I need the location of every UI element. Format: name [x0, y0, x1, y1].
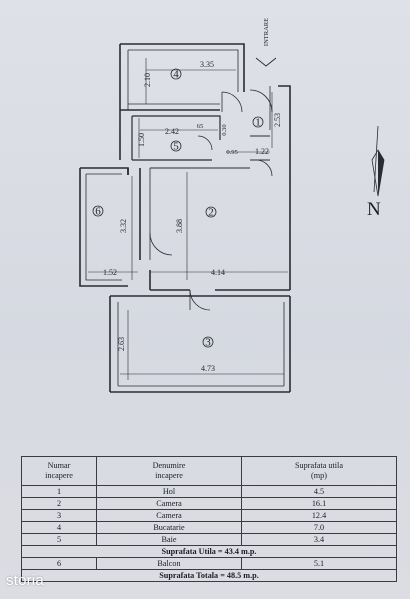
- dim-bath-small-a: 65: [197, 123, 204, 130]
- room2-door-arc: [149, 232, 173, 256]
- room-6-number: 6: [95, 206, 101, 218]
- area-table: Numar incapere Denumire incapere Suprafa…: [21, 456, 397, 582]
- entrance-label: INTRARE: [263, 18, 270, 46]
- room-2-number: 2: [208, 207, 214, 219]
- summary-useful-area: Suprafata Utila = 43.4 m.p.: [21, 545, 397, 558]
- dim-room3-height: 2.63: [117, 337, 126, 351]
- floor-plan-drawing: 4 1 5 2 6 3 3.35 2.10 2.42 65 1.50 0.30 …: [79, 18, 385, 393]
- room-5-number: 5: [173, 141, 179, 153]
- dim-room2-width: 4.14: [211, 268, 225, 277]
- dim-kitchen-width: 3.35: [200, 60, 214, 69]
- north-label: N: [367, 199, 381, 220]
- balcony-outline: [79, 168, 128, 287]
- room3-door-arc: [189, 289, 211, 311]
- room-4-number: 4: [173, 69, 179, 81]
- header-useful-area: Suprafata utila (mp): [241, 456, 397, 486]
- table-row: 5 Baie 3.4: [21, 533, 397, 546]
- dim-bath-small-b: 0.30: [221, 124, 228, 135]
- summary-total-area: Suprafata Totala = 48.5 m.p.: [21, 569, 397, 582]
- dim-bath-width: 2.42: [165, 127, 179, 136]
- dim-hall-small: 0.95: [226, 149, 237, 156]
- dim-balcony-height: 3.32: [119, 219, 128, 233]
- table-header-row: Numar incapere Denumire incapere Suprafa…: [21, 456, 397, 486]
- storia-watermark: storia: [6, 572, 44, 589]
- kitchen-door-arc: [221, 91, 243, 113]
- room-1-number: 1: [255, 117, 261, 129]
- dim-hall-width: 2.53: [273, 113, 282, 127]
- table-row: 3 Camera 12.4: [21, 509, 397, 522]
- dim-bath-height: 1.50: [137, 133, 146, 147]
- dim-balcony-width: 1.52: [103, 268, 117, 277]
- bath-door-arc: [197, 135, 213, 151]
- entrance-arrow-icon: [255, 57, 277, 67]
- room-3-number: 3: [205, 337, 211, 349]
- hall-right-wall: [278, 85, 291, 290]
- kitchen-outer-wall: [120, 43, 245, 92]
- summary-useful-row: Suprafata Utila = 43.4 m.p.: [21, 545, 397, 558]
- summary-total-row: Suprafata Totala = 48.5 m.p.: [21, 569, 397, 582]
- header-room-number: Numar incapere: [21, 456, 97, 486]
- dim-room3-width: 4.73: [201, 364, 215, 373]
- dim-room2-height: 3.88: [175, 219, 184, 233]
- dim-hall-small-b: 1.22: [255, 147, 269, 156]
- north-arrow-icon: [371, 125, 385, 197]
- header-room-name: Denumire incapere: [96, 456, 242, 486]
- table-row: 4 Bucatarie 7.0: [21, 521, 397, 534]
- table-row-balcony: 6 Balcon 5.1: [21, 557, 397, 570]
- table-row: 1 Hol 4.5: [21, 485, 397, 498]
- entrance-door-arc: [249, 89, 273, 113]
- table-row: 2 Camera 16.1: [21, 497, 397, 510]
- dim-kitchen-height: 2.10: [143, 73, 152, 87]
